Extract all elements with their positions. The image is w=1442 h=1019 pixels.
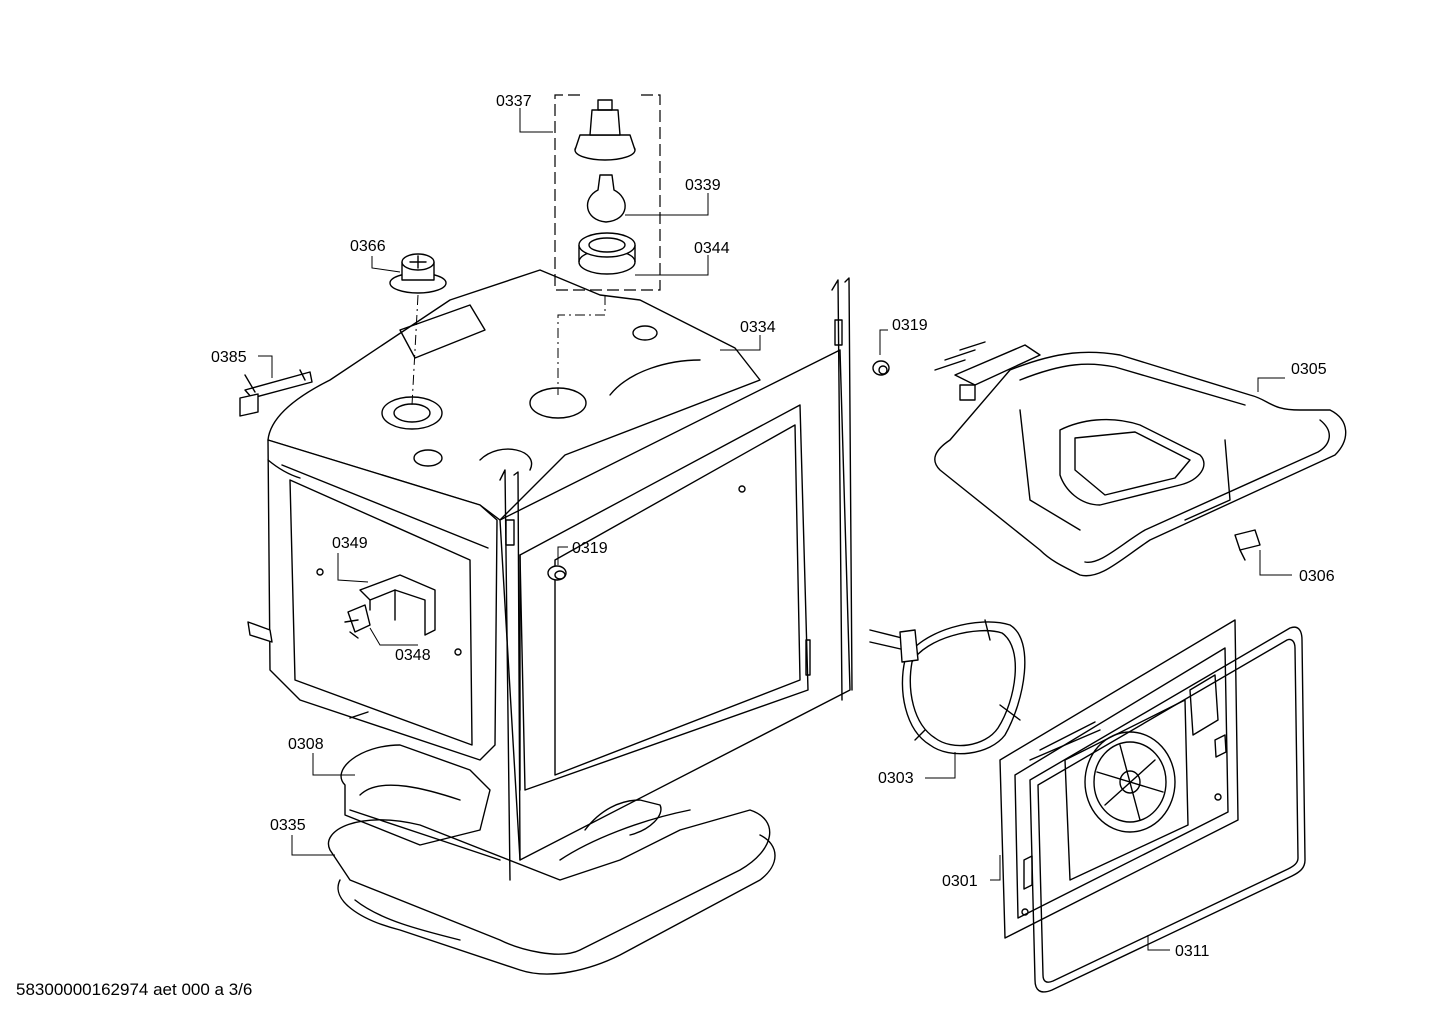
part-label: 0319: [572, 540, 608, 557]
part-label: 0334: [740, 319, 776, 336]
grill-heater-drawing: [934, 341, 1347, 577]
back-panel-drawing: [999, 619, 1239, 939]
part-label: 0385: [211, 349, 247, 366]
part-label: 0344: [694, 240, 730, 257]
part-label: 0337: [496, 93, 532, 110]
part-label: 0319: [892, 317, 928, 334]
circular-heater-drawing: [869, 619, 1026, 755]
door-gasket-drawing: [1029, 626, 1306, 993]
part-label: 0311: [1175, 943, 1210, 960]
part-labels: 0337 0339 0366 0344 0334 0319 0305 0385 …: [211, 93, 1335, 960]
document-reference: 58300000162974 aet 000 a 3/6: [16, 980, 253, 999]
small-parts-drawing: [239, 360, 890, 719]
part-label: 0366: [350, 238, 386, 255]
oven-cavity-drawing: [267, 269, 853, 975]
part-label: 0308: [288, 736, 324, 753]
part-label: 0305: [1291, 361, 1327, 378]
part-label: 0348: [395, 647, 431, 664]
part-label: 0335: [270, 817, 306, 834]
part-label: 0306: [1299, 568, 1335, 585]
part-label: 0339: [685, 177, 721, 194]
part-label: 0301: [942, 873, 978, 890]
part-label: 0349: [332, 535, 368, 552]
part-label: 0303: [878, 770, 914, 787]
oven-lamp-drawing: [389, 94, 661, 406]
leader-lines: [258, 108, 1292, 951]
